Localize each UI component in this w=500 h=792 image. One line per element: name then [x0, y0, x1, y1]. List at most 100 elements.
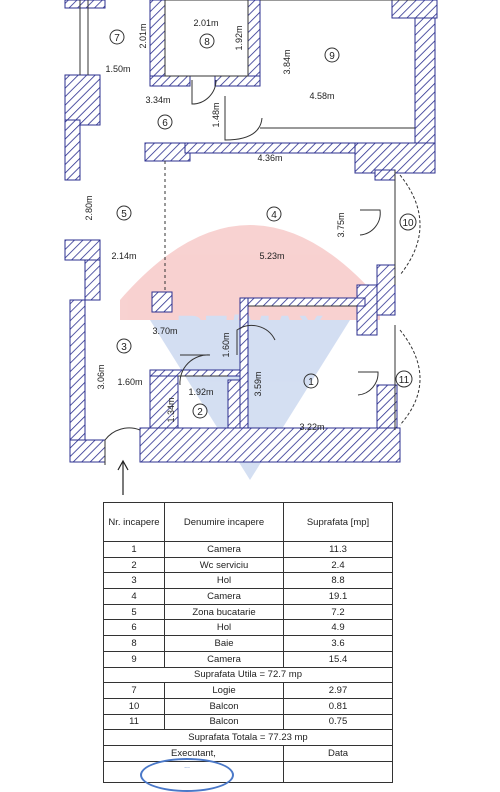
cell-area: 4.9: [283, 619, 393, 637]
dim-label: 4.36m: [257, 153, 282, 163]
cell-name: Hol: [164, 619, 284, 637]
dim-label: 3.59m: [253, 371, 263, 396]
cell-name: Wc serviciu: [164, 556, 284, 574]
dim-label: 3.06m: [96, 364, 106, 389]
dim-label: 2.14m: [111, 251, 136, 261]
cell-nr: 1: [103, 541, 165, 558]
room-number: 4: [271, 210, 277, 221]
cell-name: Balcon: [164, 697, 284, 715]
dim-label: 1.50m: [105, 64, 130, 74]
room-number-labels: 7 8 9 6 5 4 10 3 1 2 11: [114, 33, 414, 418]
cell-name: Balcon: [164, 713, 284, 731]
cell-name: Camera: [164, 650, 284, 668]
remax-watermark: RE/MAX: [120, 225, 380, 480]
total-area: Suprafata Totala = 77.23 mp: [103, 729, 393, 746]
date-label: Data: [283, 744, 393, 762]
room-number: 8: [204, 37, 210, 48]
dim-label: 5.23m: [259, 251, 284, 261]
dim-label: 3.34m: [145, 95, 170, 105]
util-area: Suprafata Utila = 72.7 mp: [103, 666, 393, 684]
cell-area: 0.81: [283, 697, 393, 715]
cell-area: 19.1: [283, 588, 393, 605]
cell-nr: 7: [103, 682, 165, 699]
stamp: ...: [140, 758, 234, 792]
dim-label: 3.84m: [282, 49, 292, 74]
cell-nr: 6: [103, 619, 165, 637]
floor-plan: RE/MAX: [64, 0, 438, 495]
walls: [64, 0, 438, 463]
room-number: 7: [114, 33, 120, 44]
cell-nr: 11: [103, 713, 165, 731]
cell-area: 8.8: [283, 572, 393, 590]
watermark-text: RE/MAX: [176, 309, 324, 351]
cell-area: 2.97: [283, 682, 393, 699]
cell-area: 2.4: [283, 556, 393, 574]
col-header-name: Denumire incapere: [164, 502, 284, 542]
dim-label: 1.60m: [221, 332, 231, 357]
cell-name: Camera: [164, 588, 284, 605]
room-number: 2: [197, 407, 203, 418]
cell-name: Logie: [164, 682, 284, 699]
cell-area: 3.6: [283, 635, 393, 652]
doors: [104, 79, 421, 465]
cell-nr: 9: [103, 650, 165, 668]
cell-area: 7.2: [283, 603, 393, 621]
dim-label: 3.75m: [336, 212, 346, 237]
dim-label: 3.70m: [152, 326, 177, 336]
room-outlines: [79, 0, 415, 430]
room-number: 5: [121, 209, 127, 220]
dim-label: 3.22m: [299, 422, 324, 432]
col-header-area: Suprafata [mp]: [283, 502, 393, 542]
room-number: 6: [162, 118, 168, 129]
dimension-labels: 2.01m 2.01m 1.92m 1.50m 3.84m 4.58m 3.34…: [84, 18, 346, 432]
dim-label: 4.58m: [309, 91, 334, 101]
entrance-arrow: [117, 459, 129, 495]
room-number: 3: [121, 342, 127, 353]
util-row: Suprafata Utila = 72.7 mp: [103, 666, 393, 684]
col-header-nr: Nr. incapere: [103, 502, 165, 542]
dim-label: 1.92m: [188, 387, 213, 397]
room-number: 11: [399, 375, 410, 386]
room-numbers: [109, 29, 417, 419]
room-table: Nr. incapere Denumire incapere Suprafata…: [103, 502, 393, 783]
cell-nr: 8: [103, 635, 165, 652]
cell-nr: 10: [103, 697, 165, 715]
stamp-text: ...: [184, 763, 190, 770]
room-number: 9: [329, 51, 335, 62]
table-header-row: Nr. incapere Denumire incapere Suprafata…: [103, 502, 393, 542]
total-row: Suprafata Totala = 77.23 mp: [103, 729, 393, 746]
dim-label: 1.48m: [211, 102, 221, 127]
room-number: 10: [402, 218, 414, 229]
cell-name: Baie: [164, 635, 284, 652]
date-cell: [283, 760, 393, 783]
cell-area: 0.75: [283, 713, 393, 731]
cell-name: Hol: [164, 572, 284, 590]
dim-label: 2.80m: [84, 195, 94, 220]
cell-nr: 3: [103, 572, 165, 590]
dim-label: 1.92m: [234, 25, 244, 50]
footer-row: Executant,Data: [103, 744, 393, 762]
cell-nr: 4: [103, 588, 165, 605]
column: [151, 291, 173, 313]
cell-nr: 2: [103, 556, 165, 574]
room-number: 1: [308, 377, 314, 388]
cell-area: 15.4: [283, 650, 393, 668]
cell-nr: 5: [103, 603, 165, 621]
dim-label: 2.01m: [193, 18, 218, 28]
dim-label: 1.60m: [117, 377, 142, 387]
dim-label: 2.01m: [138, 23, 148, 48]
cell-name: Zona bucatarie: [164, 603, 284, 621]
dim-label: 1.34m: [166, 397, 176, 422]
cell-area: 11.3: [283, 541, 393, 558]
